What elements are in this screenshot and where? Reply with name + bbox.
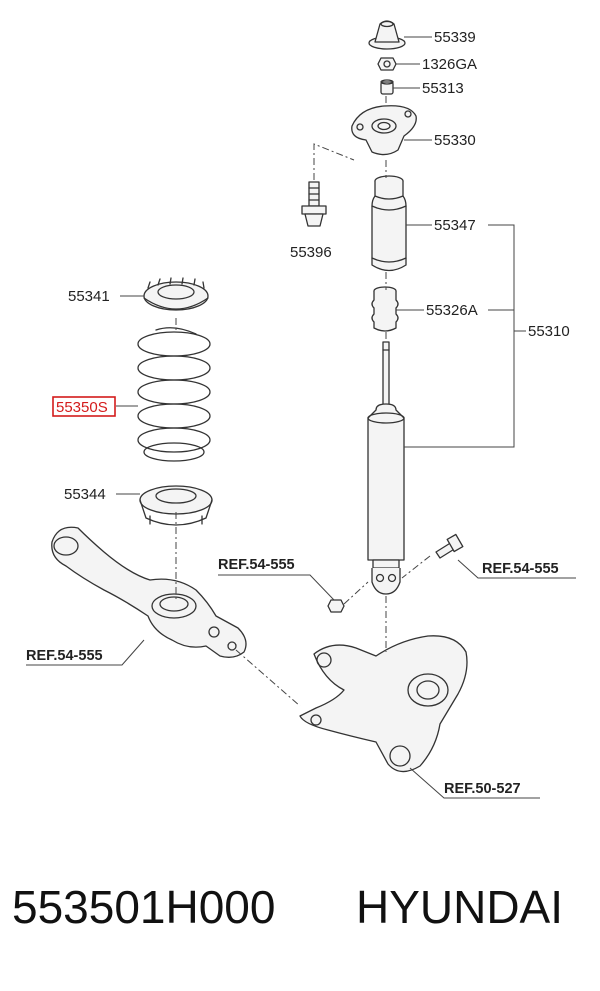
callout-55310: 55310 [528, 323, 570, 340]
lower-control-arm [51, 526, 247, 658]
callout-55350s: 55350S [56, 399, 108, 416]
ref-bolt-right: REF.54-555 [482, 561, 559, 577]
shock-absorber-55310 [367, 341, 405, 595]
callout-55396: 55396 [290, 244, 332, 261]
part-number: 553501H000 [12, 881, 276, 933]
dust-cap-55339 [368, 20, 406, 50]
leader-lines [26, 36, 576, 799]
ref-lower-arm: REF.54-555 [26, 648, 103, 664]
shock-lower-bolt [435, 533, 464, 559]
callout-55344: 55344 [64, 486, 106, 503]
bolt-guide-line [313, 143, 355, 180]
upper-spring-seat-55341 [143, 277, 209, 311]
bump-stopper-55326a [371, 286, 399, 332]
brand-name: HYUNDAI [356, 881, 564, 933]
callout-1326ga: 1326GA [422, 56, 477, 73]
suspension-exploded-diagram: 55339 1326GA 55313 55330 55396 55347 553… [26, 20, 576, 799]
callout-55347: 55347 [434, 217, 476, 234]
arm-to-knuckle-line [235, 649, 301, 707]
bolt-55396 [301, 181, 327, 227]
lower-spring-seat-55344 [139, 485, 213, 526]
rear-knuckle [299, 635, 468, 773]
ref-bolt-left: REF.54-555 [218, 557, 295, 573]
nut-to-shock-line [343, 581, 369, 605]
shock-lower-nut [327, 599, 345, 613]
coil-spring-55350s [137, 327, 211, 462]
dust-cover-55347 [371, 175, 407, 272]
insulator-55330 [351, 105, 417, 156]
callout-55326a: 55326A [426, 302, 478, 319]
nut-1326ga [377, 57, 397, 71]
callout-55313: 55313 [422, 80, 464, 97]
callout-55339: 55339 [434, 29, 476, 46]
ref-knuckle: REF.50-527 [444, 781, 521, 797]
highlight-box-55350s [52, 396, 116, 417]
callout-55341: 55341 [68, 288, 110, 305]
washer-55313 [380, 79, 394, 95]
footer: 553501H000 HYUNDAI [0, 880, 600, 960]
callout-55330: 55330 [434, 132, 476, 149]
bolt-to-shock-line [401, 555, 431, 579]
